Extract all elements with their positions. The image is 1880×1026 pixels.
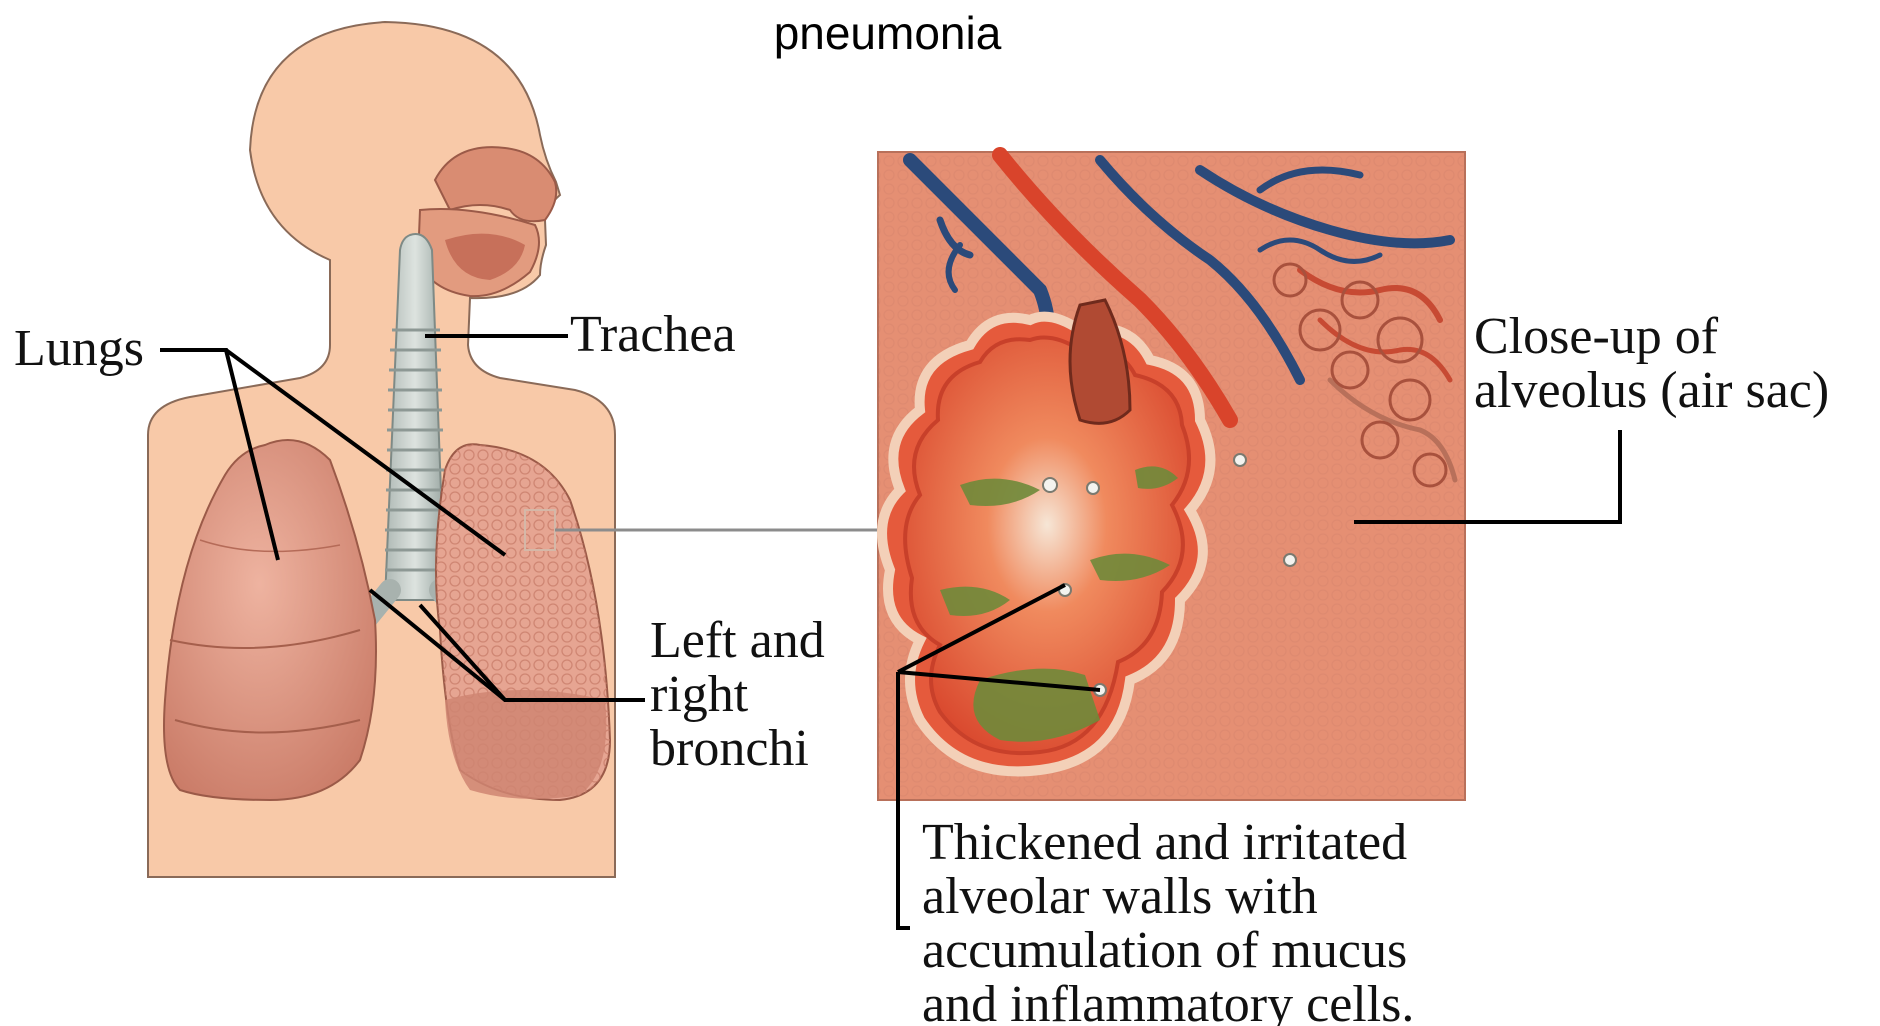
label-bronchi: Left and right bronchi (650, 614, 825, 776)
label-lungs: Lungs (14, 322, 144, 376)
label-walls: Thickened and irritated alveolar walls w… (922, 816, 1414, 1026)
label-bronchi-line-3: bronchi (650, 722, 825, 776)
label-walls-line-2: alveolar walls with (922, 870, 1414, 924)
label-bronchi-line-1: Left and (650, 614, 825, 668)
page-title: pneumonia (0, 6, 1775, 61)
label-closeup-line-1: Close-up of (1474, 310, 1829, 364)
label-bronchi-line-2: right (650, 668, 825, 722)
label-closeup: Close-up of alveolus (air sac) (1474, 310, 1829, 418)
left-lung-lower-lobe (445, 690, 606, 799)
label-walls-line-1: Thickened and irritated (922, 816, 1414, 870)
label-walls-line-3: accumulation of mucus (922, 924, 1414, 978)
label-trachea: Trachea (570, 308, 736, 362)
label-lungs-text: Lungs (14, 322, 144, 376)
label-trachea-text: Trachea (570, 308, 736, 362)
label-closeup-line-2: alveolus (air sac) (1474, 364, 1829, 418)
label-walls-line-4: and inflammatory cells. (922, 978, 1414, 1026)
